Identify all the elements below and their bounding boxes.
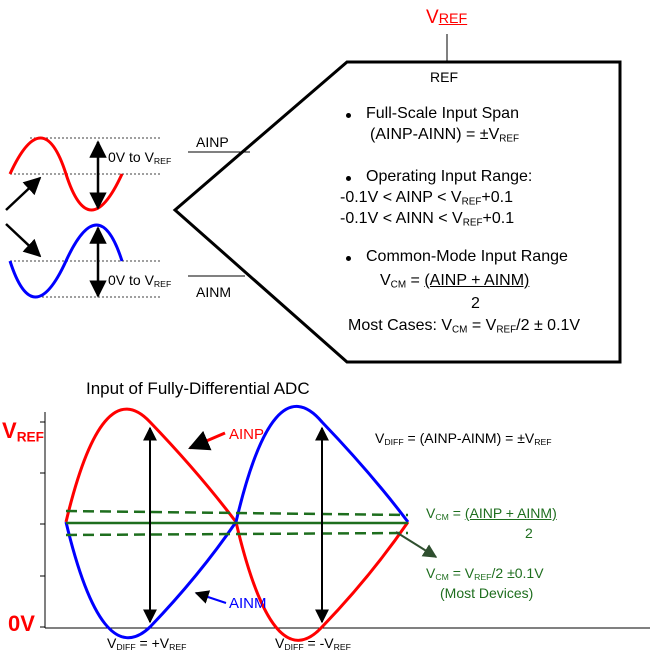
ainm-pin-label: AINM bbox=[196, 284, 231, 300]
operating-range-title: Operating Input Range: bbox=[366, 168, 533, 185]
vcm-pointer bbox=[395, 531, 438, 558]
vcm-most-devices-eq: VCM = VREF/2 ±0.1V bbox=[426, 565, 544, 583]
operating-range-ainn: -0.1V < AINN < VREF+0.1 bbox=[340, 210, 515, 229]
common-mode-title: Common-Mode Input Range bbox=[366, 248, 568, 265]
vcm-most-devices-note: (Most Devices) bbox=[440, 585, 534, 601]
full-scale-eq: (AINP-AINN) = ±VREF bbox=[370, 126, 520, 145]
vcm-equation: VCM = (AINP + AINM) bbox=[426, 505, 557, 523]
common-mode-eq: VCM = (AINP + AINM) bbox=[380, 272, 530, 291]
vdiff-minus-label: VDIFF = -VREF bbox=[275, 635, 351, 653]
rising-arrow bbox=[5, 176, 42, 211]
y-bottom-label: 0V bbox=[8, 611, 35, 636]
bullet-2 bbox=[346, 176, 351, 181]
ainp-range-label: 0V to VREF bbox=[108, 149, 172, 167]
common-mode-denominator: 2 bbox=[471, 295, 480, 312]
ainp-wave-label: AINP bbox=[229, 426, 265, 443]
vref-supply-label: VREF bbox=[426, 7, 468, 28]
ainm-range-label: 0V to VREF bbox=[108, 272, 172, 290]
operating-range-ainp: -0.1V < AINP < VREF+0.1 bbox=[340, 189, 513, 208]
ainm-small-wave bbox=[8, 223, 124, 299]
falling-arrow bbox=[5, 223, 42, 258]
vcm-lower-dashed bbox=[65, 531, 409, 537]
bullet-3 bbox=[346, 256, 351, 261]
y-top-label: VREF bbox=[2, 418, 44, 445]
y-axis-ticks bbox=[40, 421, 45, 628]
ref-pin-label: REF bbox=[430, 69, 458, 85]
vdiff-plus-label: VDIFF = +VREF bbox=[107, 635, 187, 653]
adc-block-outline bbox=[172, 60, 622, 364]
ainp-pointer bbox=[188, 430, 226, 451]
most-cases-line: Most Cases: VCM = VREF/2 ± 0.1V bbox=[348, 317, 581, 336]
vdiff-equation: VDIFF = (AINP-AINM) = ±VREF bbox=[375, 430, 552, 448]
graph-title: Input of Fully-Differential ADC bbox=[86, 379, 310, 398]
ainm-wave-label: AINM bbox=[229, 595, 267, 612]
vcm-upper-dashed bbox=[65, 509, 409, 517]
full-scale-title: Full-Scale Input Span bbox=[366, 105, 519, 122]
ainm-pointer bbox=[194, 590, 227, 604]
ainp-pin-label: AINP bbox=[196, 134, 229, 150]
bullet-1 bbox=[346, 113, 351, 118]
vcm-denominator: 2 bbox=[525, 525, 533, 541]
